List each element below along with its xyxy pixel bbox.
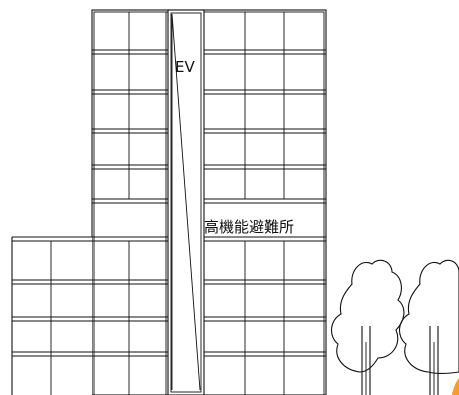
tree-canopy [331, 259, 405, 373]
accent-shape [452, 378, 459, 395]
tree-icon [331, 259, 405, 395]
tree-icon [399, 259, 459, 395]
elevator-shaft: EV [167, 9, 205, 395]
tower-outline [91, 9, 327, 395]
elevator-shaft-inner [170, 12, 202, 393]
annex [11, 236, 92, 395]
tower-inner-outline [93, 11, 325, 395]
elevator-cable [171, 13, 201, 391]
tower [91, 9, 327, 395]
tree-canopy [399, 259, 459, 375]
shelter-label: 高機能避難所 [204, 218, 294, 236]
elevator-shaft-outer [167, 9, 205, 395]
elevator-label: EV [175, 58, 195, 76]
annex-fill [12, 237, 92, 395]
